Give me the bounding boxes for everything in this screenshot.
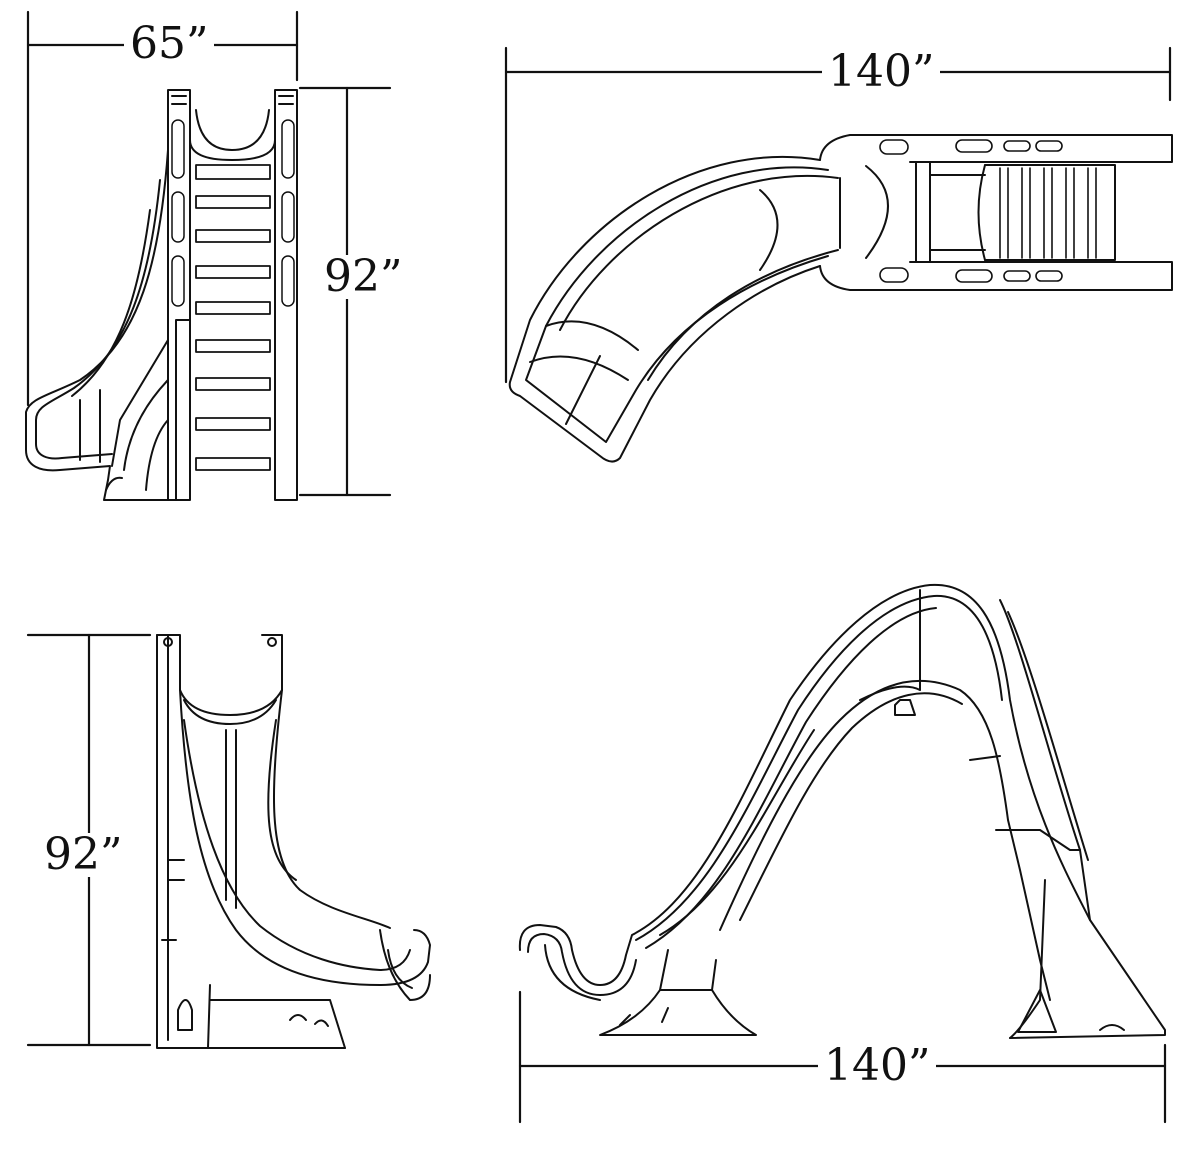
top-length-label: 140” [822, 50, 941, 94]
slide-top-view [508, 134, 1173, 463]
slide-side-view [518, 583, 1166, 1039]
dim-line-top-length [504, 46, 1172, 384]
rear-height-label: 92” [38, 833, 129, 877]
front-width-label: 65” [124, 22, 215, 66]
slide-rear-view [156, 634, 431, 1049]
front-height-label: 92” [318, 255, 409, 299]
side-length-label: 140” [818, 1044, 937, 1088]
slide-front-view [25, 89, 298, 501]
